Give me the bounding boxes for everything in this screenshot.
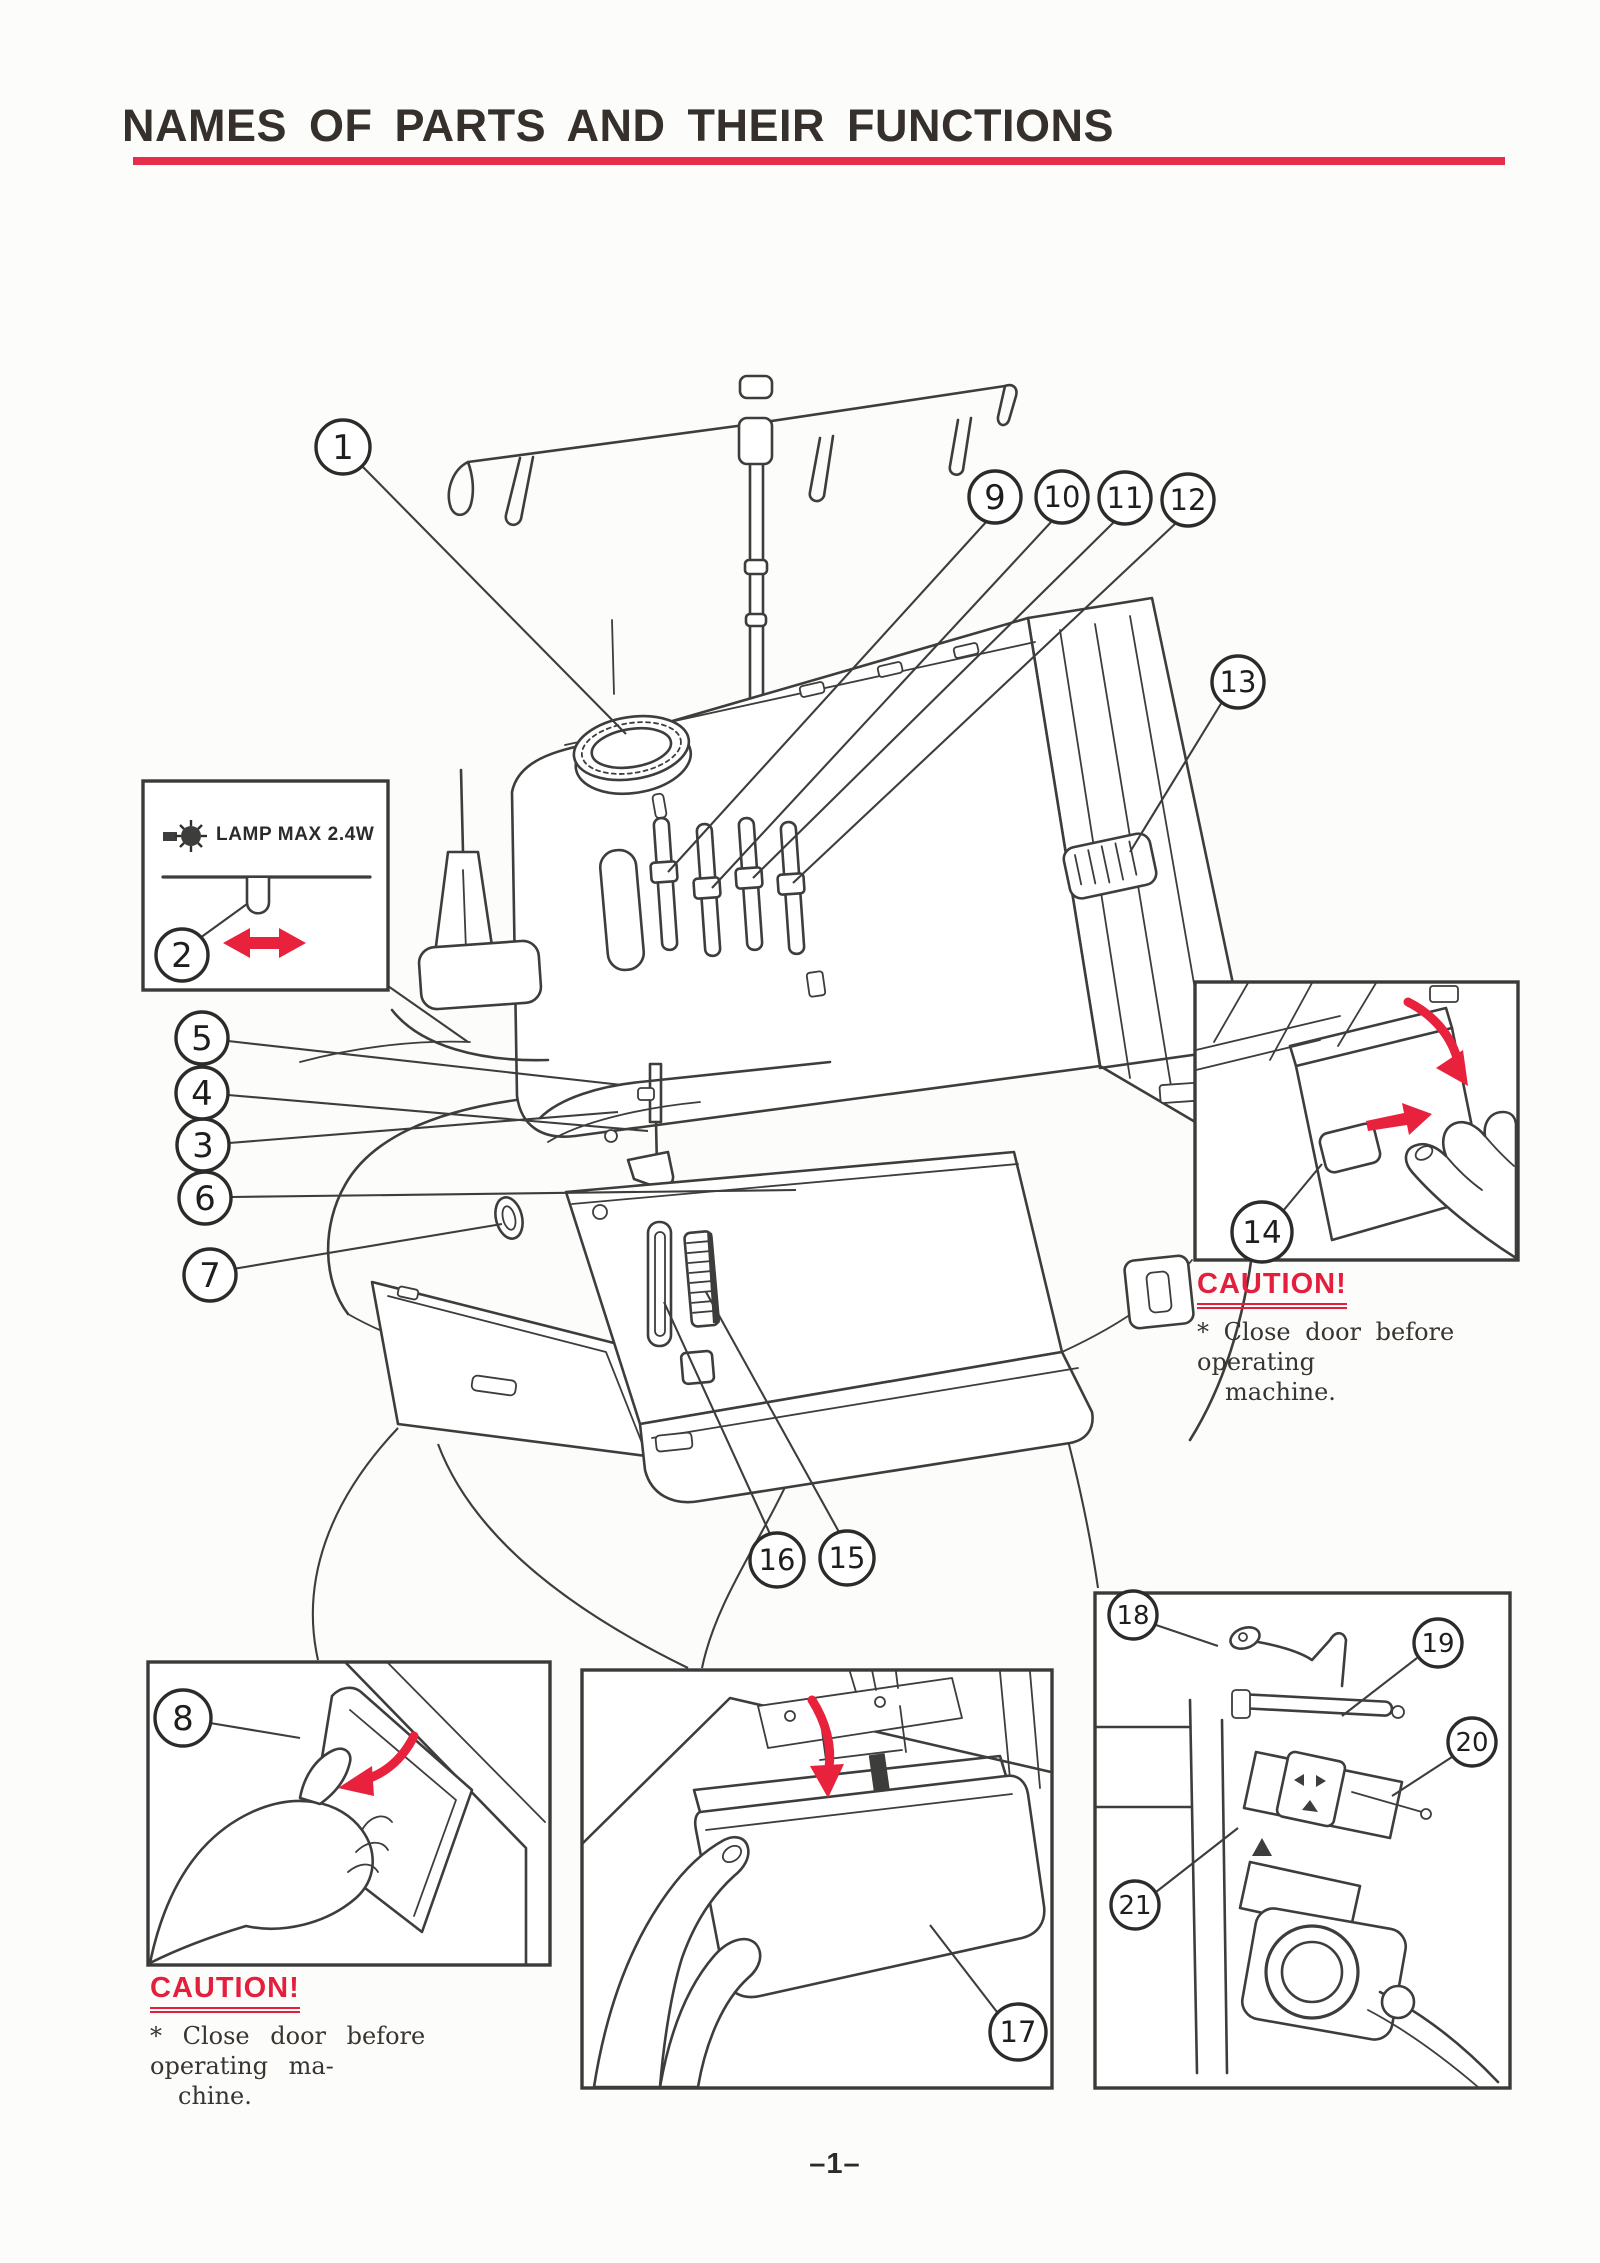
- callout-11: 11: [752, 470, 1153, 879]
- svg-text:7: 7: [199, 1256, 221, 1296]
- svg-text:10: 10: [1044, 480, 1081, 514]
- caution-text-line: machine.: [1225, 1378, 1336, 1406]
- callout-2: 2: [154, 927, 210, 983]
- upper-knife: [683, 1230, 720, 1328]
- svg-text:13: 13: [1220, 665, 1257, 699]
- svg-text:19: 19: [1421, 1629, 1454, 1659]
- thread-stand: [447, 374, 1018, 728]
- callout-15: 15: [705, 1291, 876, 1587]
- svg-text:16: 16: [759, 1543, 796, 1577]
- svg-text:3: 3: [192, 1126, 214, 1166]
- callout-13: 13: [1129, 654, 1266, 853]
- tension-inset: [1093, 1591, 1512, 2090]
- svg-text:12: 12: [1170, 483, 1207, 517]
- caution-block-bottom-left: CAUTION! * Close door before operating m…: [150, 1972, 560, 2111]
- page-number: –1–: [809, 2148, 861, 2180]
- svg-text:20: 20: [1455, 1728, 1488, 1758]
- callout-16: 16: [663, 1301, 806, 1589]
- callout-18: 18: [1107, 1589, 1219, 1647]
- push-arrow-icon: [1366, 1103, 1432, 1135]
- hand-illustration: [148, 1747, 393, 1965]
- callout-9: 9: [667, 469, 1023, 873]
- tension-dials: [649, 792, 806, 958]
- slide-arrow-icon: [223, 928, 306, 958]
- svg-text:6: 6: [194, 1179, 216, 1219]
- door-14-inset: [1193, 980, 1520, 1262]
- front-cover: [564, 1150, 1094, 1504]
- tension-unit-20: [1242, 1750, 1432, 1840]
- power-switch: [1062, 832, 1158, 900]
- callout-10: 10: [711, 469, 1090, 889]
- caution-block-right: CAUTION! * Close door before operating m…: [1197, 1268, 1527, 1407]
- svg-text:9: 9: [984, 478, 1006, 518]
- lower-bracket-21: [1238, 1860, 1500, 2088]
- callout-12: 12: [792, 472, 1216, 884]
- svg-text:5: 5: [191, 1019, 213, 1059]
- page-title: NAMES OF PARTS AND THEIR FUNCTIONS: [122, 100, 1114, 151]
- svg-text:1: 1: [332, 428, 354, 468]
- callout-21: 21: [1109, 1827, 1239, 1931]
- callout-7: 7: [182, 1222, 503, 1303]
- handwheel: [572, 714, 693, 796]
- callout-6: 6: [177, 1170, 797, 1226]
- lamp-icon: [163, 820, 207, 852]
- lamp-max-label: LAMP MAX 2.4W: [216, 824, 375, 845]
- svg-text:21: 21: [1118, 1891, 1151, 1921]
- caution-heading: CAUTION!: [150, 1972, 300, 2013]
- guide-bar-19: [1231, 1689, 1405, 1719]
- machine-body: [299, 596, 1264, 1504]
- lamp-switch: [245, 878, 271, 915]
- callout-4: 4: [174, 1065, 649, 1133]
- caution-text-line: * Close door before operating ma-: [150, 2022, 426, 2080]
- svg-text:17: 17: [1000, 2015, 1037, 2049]
- svg-text:2: 2: [171, 936, 193, 976]
- callout-1: 1: [314, 418, 627, 735]
- open-arrow-icon: [1403, 997, 1462, 1063]
- title-red-rule: [133, 157, 1505, 165]
- hand-illustration: [1404, 1110, 1518, 1260]
- callout-5: 5: [174, 1010, 623, 1087]
- callout-17: 17: [929, 1924, 1048, 2062]
- hand-illustration: [592, 1835, 762, 2089]
- caution-text-line: chine.: [178, 2082, 252, 2110]
- svg-text:18: 18: [1116, 1601, 1149, 1631]
- takeup-lever-18: [1229, 1625, 1348, 1688]
- svg-text:11: 11: [1107, 481, 1144, 515]
- svg-text:14: 14: [1242, 1215, 1281, 1251]
- callout-20: 20: [1391, 1716, 1498, 1797]
- callout-19: 19: [1341, 1617, 1464, 1717]
- callout-14: 14: [1230, 1163, 1323, 1264]
- open-arrow-icon: [807, 1695, 835, 1773]
- caution-text-line: * Close door before operating: [1197, 1318, 1455, 1376]
- callouts: 1 2 3 4 5 6 7 8 9 10 11 12 13 14 15 16 1…: [153, 418, 1498, 2062]
- door-8-inset: [146, 1660, 552, 1967]
- cover-17-inset: [580, 1668, 1054, 2090]
- spool-pin-cone: [299, 768, 550, 1063]
- callout-8: 8: [153, 1688, 301, 1748]
- caution-heading: CAUTION!: [1197, 1268, 1347, 1309]
- side-door-open: [370, 1280, 664, 1460]
- svg-text:8: 8: [172, 1699, 194, 1739]
- svg-text:15: 15: [829, 1541, 866, 1575]
- svg-text:4: 4: [191, 1074, 213, 1114]
- looper-cover-17: [693, 1774, 1046, 1999]
